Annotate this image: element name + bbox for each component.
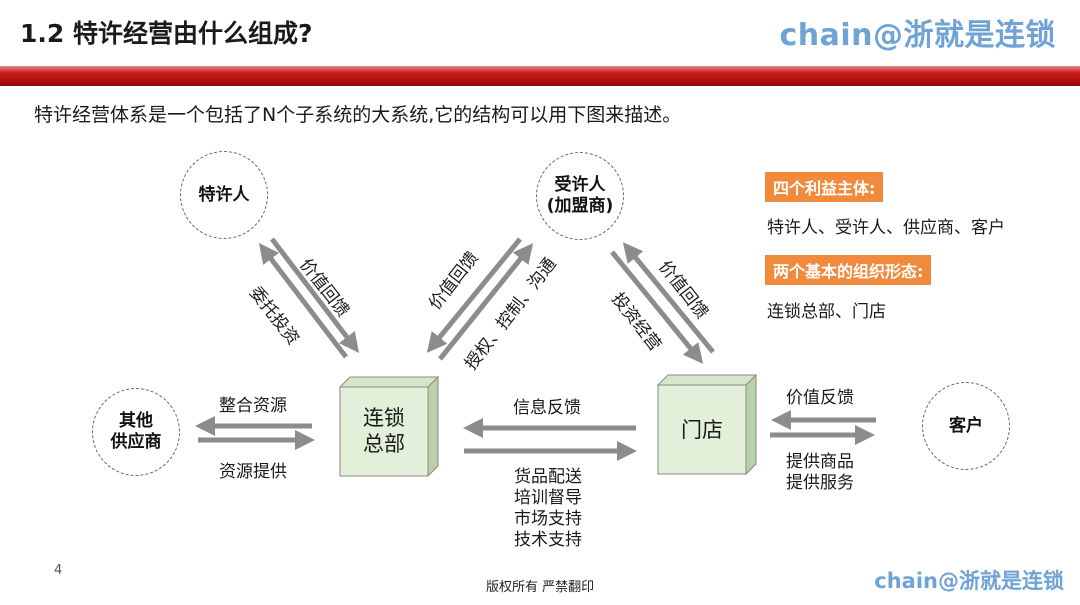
arrow-franchisor-entrust-invest [258, 243, 348, 359]
node-franchisee-label: 受许人 [554, 175, 606, 195]
node-suppliers-label-1: 其他 [119, 411, 153, 431]
label-customer-provide-item: 提供服务 [786, 473, 854, 493]
node-franchisee-sublabel: (加盟商) [546, 196, 614, 216]
node-hq: 连锁 总部 [340, 405, 428, 457]
label-hq-support-item: 市场支持 [514, 509, 582, 529]
node-customers-label: 客户 [949, 415, 983, 436]
page-title: 1.2 特许经营由什么组成? [20, 19, 313, 48]
label-supplier-integrate: 整合资源 [219, 396, 287, 416]
label-hq-support-item: 技术支持 [514, 530, 582, 550]
intro-text: 特许经营体系是一个包括了N个子系统的大系统,它的结构可以用下图来描述。 [34, 104, 682, 126]
arrow-store-invest-operate [610, 250, 704, 364]
node-other-suppliers: 其他 供应商 [92, 388, 180, 476]
header-divider-band [0, 66, 1080, 86]
tag-two-forms: 两个基本的组织形态: [765, 255, 932, 285]
label-supplier-provide: 资源提供 [219, 462, 287, 482]
node-customers: 客户 [922, 382, 1010, 470]
label-customer-provide-item: 提供商品 [786, 452, 854, 472]
label-customer-provide-list: 提供商品 提供服务 [786, 452, 854, 494]
node-franchisor: 特许人 [180, 151, 268, 239]
node-franchisee: 受许人 (加盟商) [536, 152, 624, 240]
node-store: 门店 [658, 417, 746, 443]
node-franchisor-label: 特许人 [198, 184, 250, 205]
node-store-label: 门店 [681, 418, 723, 442]
brand-logo-text-footer: chain@浙就是连锁 [874, 569, 1064, 593]
store-box-shape [656, 373, 758, 476]
copyright-notice: 版权所有 严禁翻印 [486, 580, 595, 595]
tag-four-stakeholders: 四个利益主体: [765, 172, 884, 202]
hq-box-shape [338, 375, 440, 478]
label-customer-value-feedback: 价值反馈 [786, 388, 854, 408]
label-hq-support-item: 培训督导 [514, 488, 582, 508]
label-hq-support-list: 货品配送 培训督导 市场支持 技术支持 [514, 467, 582, 551]
arrow-franchisee-value-return [426, 237, 522, 353]
label-hq-info-feedback: 信息反馈 [513, 398, 581, 418]
arrow-franchisee-authorize [438, 243, 534, 361]
label-hq-support-item: 货品配送 [514, 467, 582, 487]
arrow-store-value-return [622, 242, 715, 354]
brand-logo-text: chain@浙就是连锁 [779, 18, 1056, 53]
arrow-franchisor-value-return [270, 237, 360, 353]
text-two-forms: 连锁总部、门店 [767, 302, 886, 322]
text-four-stakeholders: 特许人、受许人、供应商、客户 [767, 218, 1005, 238]
node-hq-label-2: 总部 [363, 432, 405, 456]
node-hq-label-1: 连锁 [363, 406, 405, 430]
page-number: 4 [54, 563, 63, 578]
node-suppliers-label-2: 供应商 [110, 432, 162, 452]
